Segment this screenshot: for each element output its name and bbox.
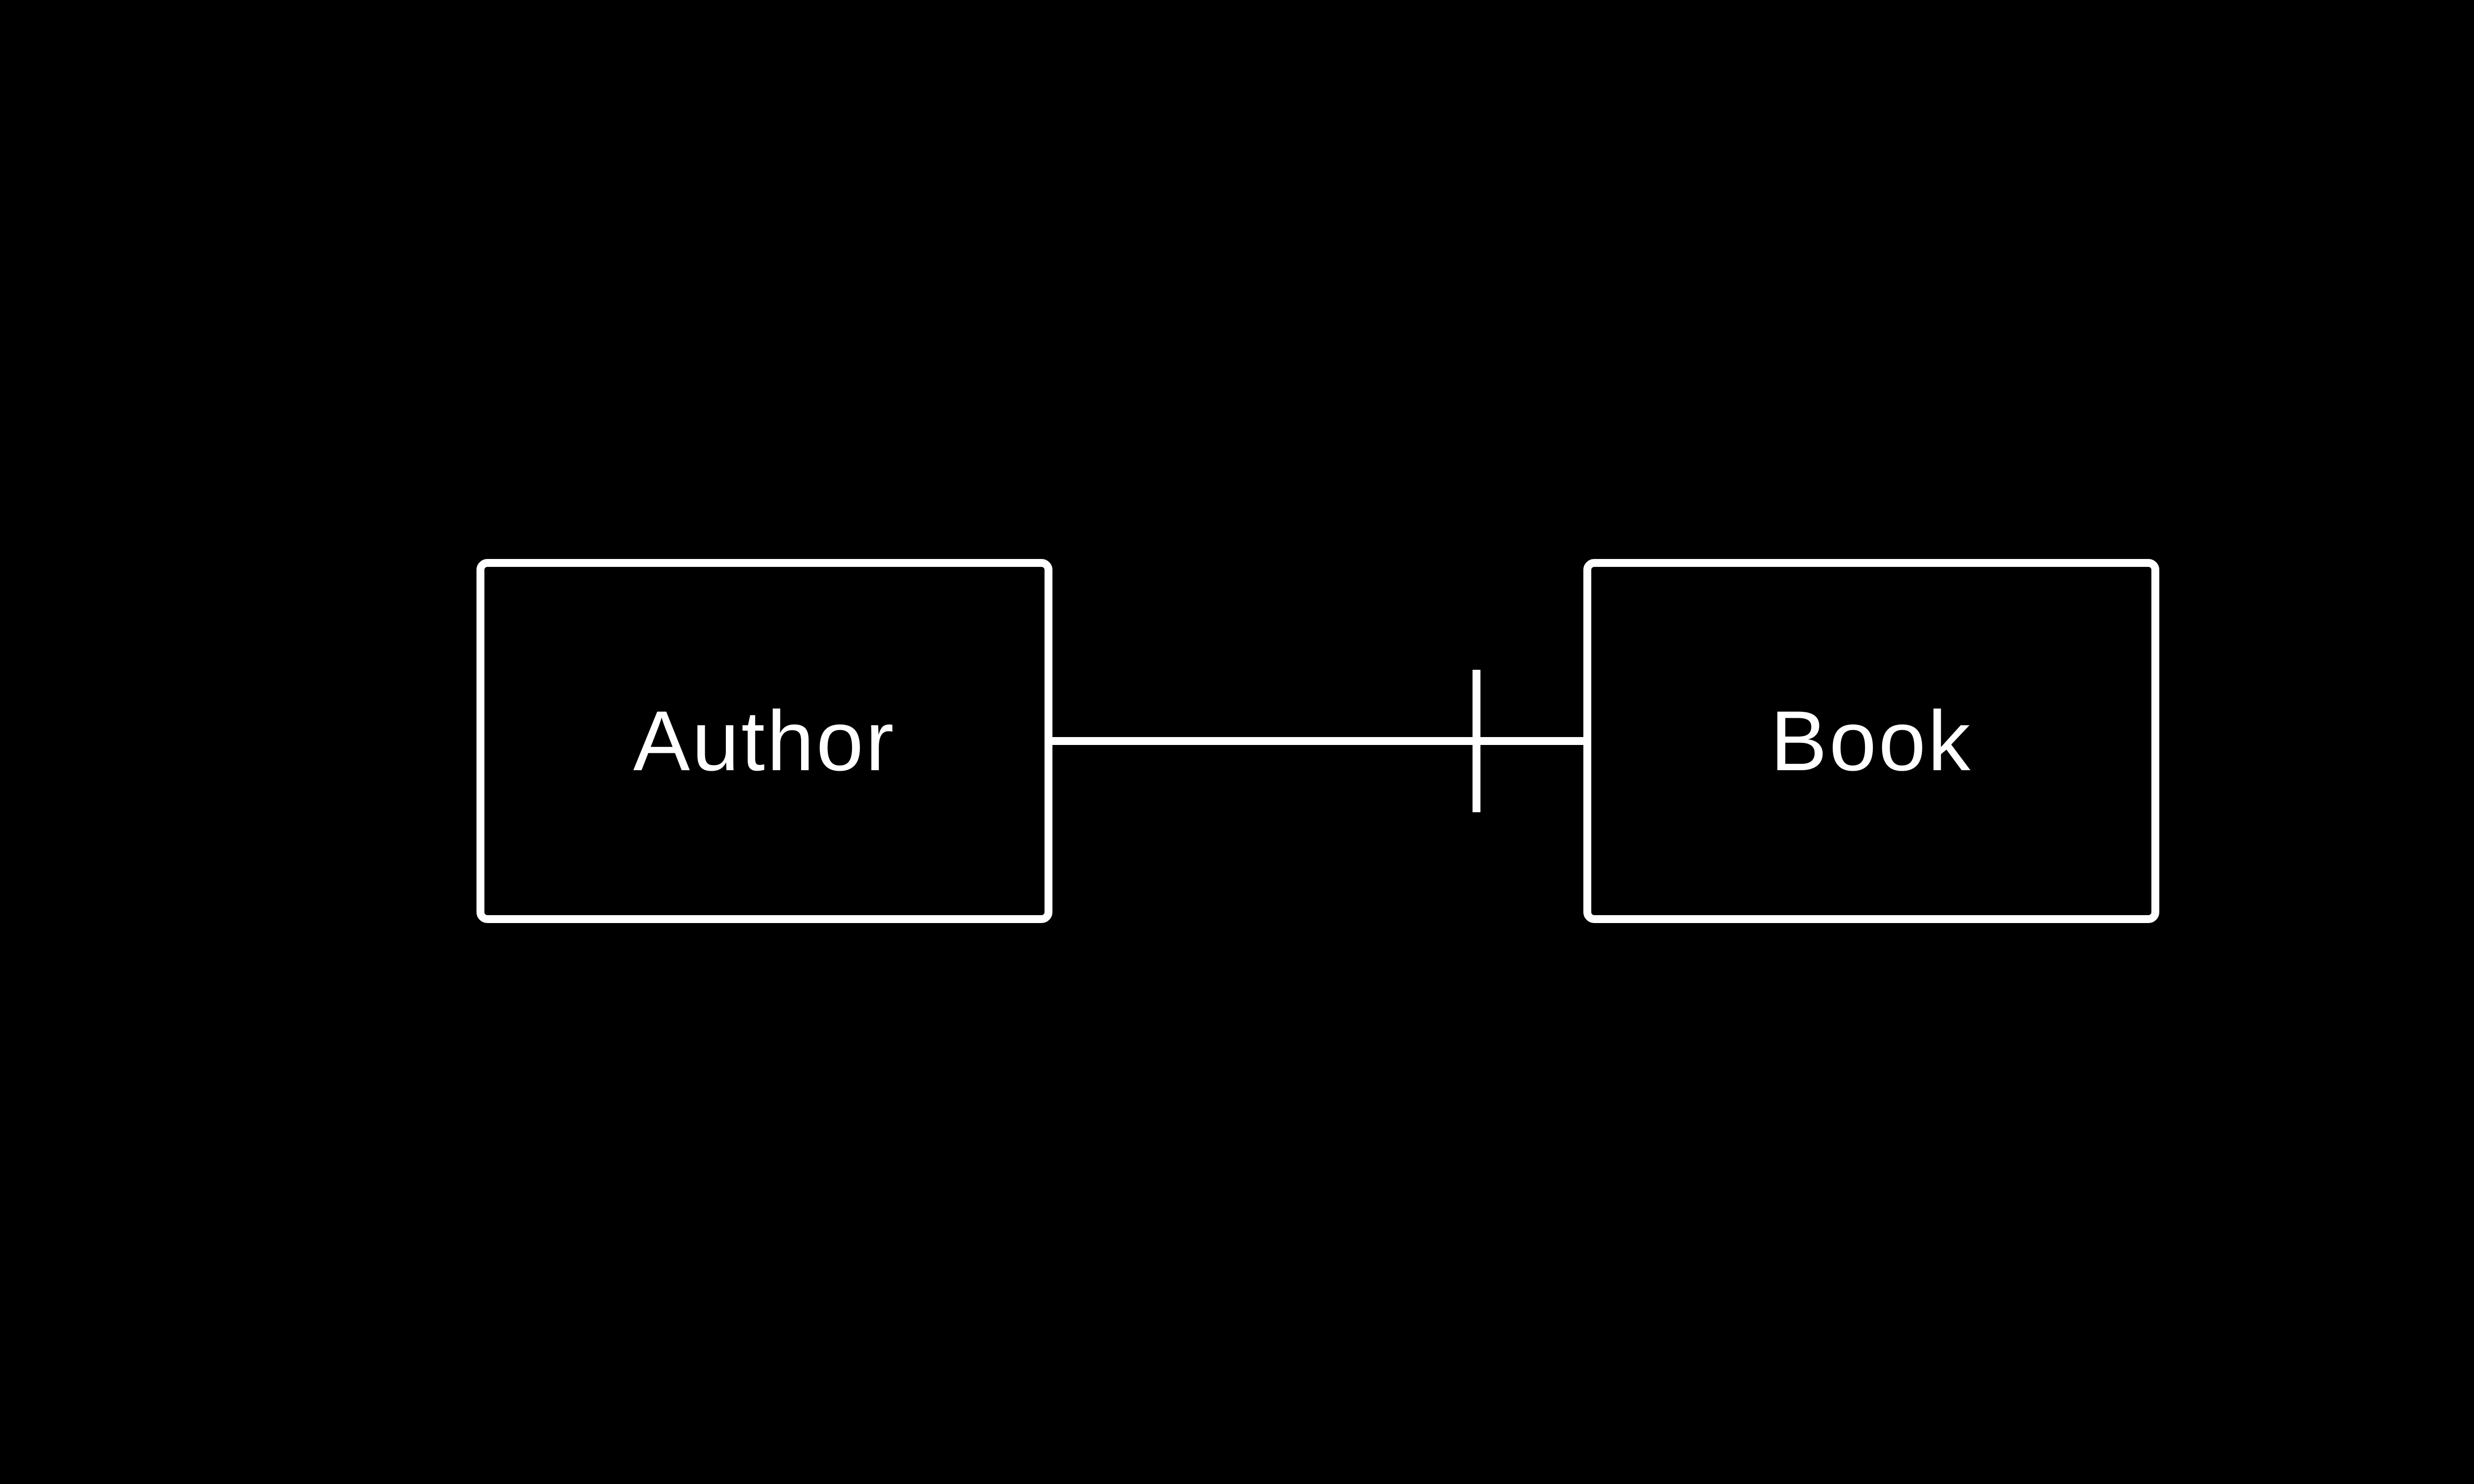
entity-author-label: Author	[633, 694, 896, 788]
entity-author: Author	[476, 559, 1052, 923]
entity-book-label: Book	[1770, 694, 1973, 788]
entity-book: Book	[1583, 559, 2159, 923]
cardinality-one-marker	[1473, 670, 1480, 812]
relationship-connector-line	[1052, 737, 1583, 745]
